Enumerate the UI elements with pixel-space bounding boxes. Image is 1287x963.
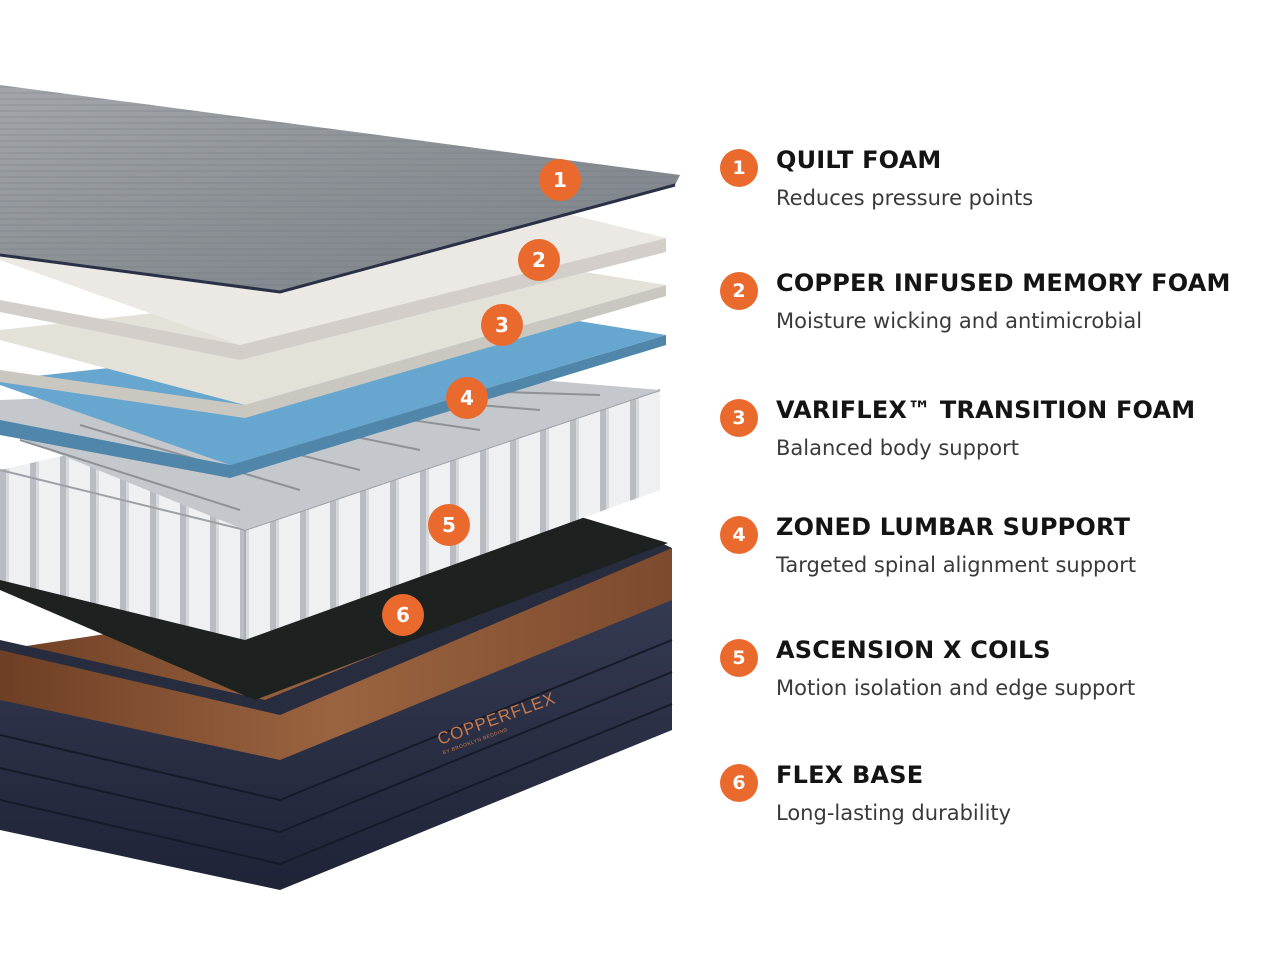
marker-4-number: 4 [460,386,474,410]
marker-3-number: 3 [495,313,509,337]
legend-item-lumbar-support: 4 ZONED LUMBAR SUPPORT Targeted spinal a… [720,513,1280,593]
marker-6-number: 6 [396,603,410,627]
legend-number-badge: 6 [720,764,758,802]
legend-number-badge: 5 [720,639,758,677]
legend-item-memory-foam: 2 COPPER INFUSED MEMORY FOAM Moisture wi… [720,269,1280,349]
marker-2-number: 2 [532,248,546,272]
legend-description: Targeted spinal alignment support [776,553,1137,577]
legend-item-coils: 5 ASCENSION X COILS Motion isolation and… [720,636,1280,716]
legend-title: FLEX BASE [776,761,924,789]
legend-title: QUILT FOAM [776,146,942,174]
legend-number-badge: 1 [720,149,758,187]
transition-foam-layer [0,268,666,418]
marker-1: 1 [539,159,581,201]
legend-title: ZONED LUMBAR SUPPORT [776,513,1131,541]
legend-item-transition-foam: 3 VARIFLEX™ TRANSITION FOAM Balanced bod… [720,396,1280,476]
legend-description: Long-lasting durability [776,801,1012,825]
marker-5-number: 5 [442,513,456,537]
legend-number-badge: 2 [720,272,758,310]
legend-number-badge: 4 [720,516,758,554]
marker-4: 4 [446,377,488,419]
legend-description: Motion isolation and edge support [776,676,1136,700]
legend-title: VARIFLEX™ TRANSITION FOAM [776,396,1196,424]
legend-description: Moisture wicking and antimicrobial [776,309,1143,333]
marker-5: 5 [428,504,470,546]
legend-item-flex-base: 6 FLEX BASE Long-lasting durability [720,761,1280,841]
legend-title: COPPER INFUSED MEMORY FOAM [776,269,1231,297]
mattress-layers-illustration: COPPERFLEX BY BROOKLYN BEDDING 1 2 [0,85,680,890]
marker-1-number: 1 [553,168,567,192]
quilt-foam-layer [0,85,680,294]
marker-6: 6 [382,594,424,636]
legend-title: ASCENSION X COILS [776,636,1051,664]
legend-description: Balanced body support [776,436,1019,460]
legend-item-quilt-foam: 1 QUILT FOAM Reduces pressure points [720,146,1280,226]
legend-description: Reduces pressure points [776,186,1034,210]
marker-3: 3 [481,304,523,346]
marker-2: 2 [518,239,560,281]
legend-number-badge: 3 [720,399,758,437]
